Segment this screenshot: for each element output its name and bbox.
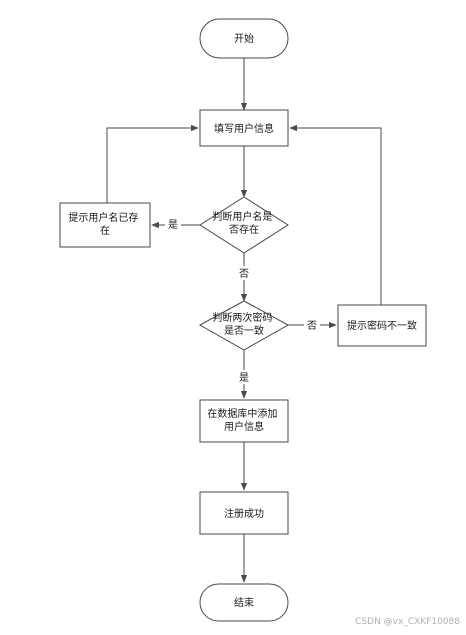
node-fill-info-label: 填写用户信息 bbox=[214, 122, 274, 135]
edge-username-exists-to-fill-info bbox=[106, 124, 199, 203]
node-add-to-db-label: 在数据库中添加 用户信息 bbox=[207, 407, 280, 433]
watermark: CSDN @vx_CXKF10088 bbox=[355, 617, 460, 627]
node-username-exists-label: 提示用户名已存 在 bbox=[68, 211, 141, 237]
node-check-passwords-label: 判断两次密码 是否一致 bbox=[212, 311, 275, 337]
node-check-username-label: 判断用户名是 否存在 bbox=[212, 210, 275, 236]
edge-label-username-no: 否 bbox=[239, 268, 249, 280]
edge-password-mismatch-to-fill-info bbox=[289, 124, 382, 305]
nodes: 开始 填写用户信息 判断用户名是 否存在 提示用户名已存 在 bbox=[59, 18, 427, 622]
node-success: 注册成功 bbox=[199, 491, 289, 535]
node-add-to-db: 在数据库中添加 用户信息 bbox=[199, 399, 289, 443]
node-end-label: 结束 bbox=[234, 596, 254, 609]
node-username-exists: 提示用户名已存 在 bbox=[59, 202, 151, 248]
edge-label-username-yes: 是 bbox=[168, 219, 178, 231]
node-start-label: 开始 bbox=[234, 32, 254, 45]
node-check-username: 判断用户名是 否存在 bbox=[199, 196, 289, 254]
node-fill-info: 填写用户信息 bbox=[199, 109, 289, 147]
node-check-passwords: 判断两次密码 是否一致 bbox=[198, 300, 290, 351]
node-password-mismatch-label: 提示密码不一致 bbox=[347, 319, 417, 332]
edge-label-password-yes: 是 bbox=[239, 372, 249, 384]
node-success-label: 注册成功 bbox=[224, 507, 264, 520]
edge-labels: 是 否 否 是 bbox=[165, 217, 320, 384]
node-start: 开始 bbox=[199, 18, 289, 59]
node-password-mismatch: 提示密码不一致 bbox=[337, 304, 427, 347]
node-end: 结束 bbox=[199, 583, 289, 622]
edge-label-password-no: 否 bbox=[307, 320, 317, 332]
